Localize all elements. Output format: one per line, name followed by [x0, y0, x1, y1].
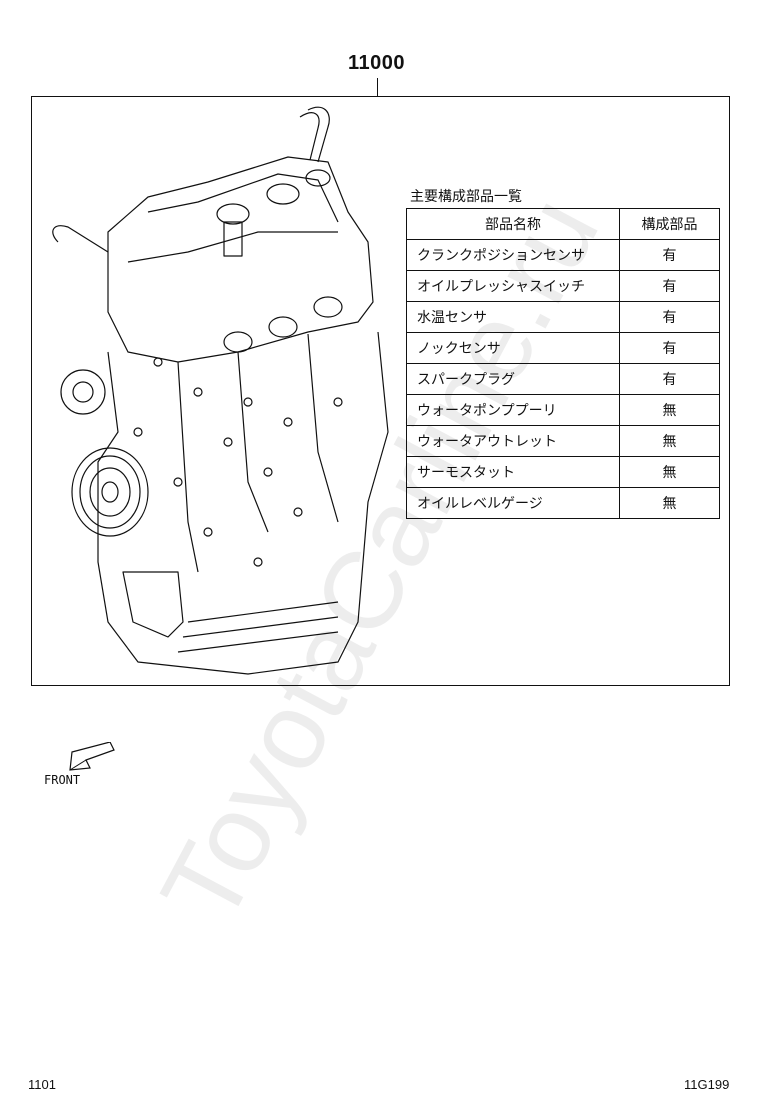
- component-flag: 有: [619, 332, 720, 364]
- component-flag: 無: [619, 425, 720, 457]
- front-label: FRONT: [44, 773, 81, 787]
- table-row: クランクポジションセンサ 有: [406, 239, 720, 271]
- table-row: ウォータポンププーリ 無: [406, 394, 720, 426]
- component-flag: 無: [619, 456, 720, 488]
- front-arrow-icon: [69, 742, 115, 771]
- component-flag: 有: [619, 270, 720, 302]
- part-name: ノックセンサ: [406, 332, 620, 364]
- table-row: スパークプラグ 有: [406, 363, 720, 395]
- part-number-label[interactable]: 11000: [348, 52, 406, 74]
- table-row: サーモスタット 無: [406, 456, 720, 488]
- component-flag: 無: [619, 487, 720, 519]
- leader-line: [377, 78, 379, 97]
- part-name: オイルプレッシャスイッチ: [406, 270, 620, 302]
- page-code-right: 11G199: [684, 1077, 730, 1092]
- component-flag: 有: [619, 363, 720, 395]
- table-row: オイルレベルゲージ 無: [406, 487, 720, 519]
- part-name: スパークプラグ: [406, 363, 620, 395]
- part-name: ウォータポンププーリ: [406, 394, 620, 426]
- components-table-title: 主要構成部品一覧: [410, 189, 522, 205]
- part-name: サーモスタット: [406, 456, 620, 488]
- engine-assembly-illustration[interactable]: [38, 102, 398, 682]
- table-row: ウォータアウトレット 無: [406, 425, 720, 457]
- column-header-component: 構成部品: [619, 208, 720, 240]
- table-row: ノックセンサ 有: [406, 332, 720, 364]
- table-header-row: 部品名称 構成部品: [406, 208, 720, 240]
- component-flag: 無: [619, 394, 720, 426]
- part-name: オイルレベルゲージ: [406, 487, 620, 519]
- component-flag: 有: [619, 301, 720, 333]
- diagram-frame: [31, 96, 730, 686]
- table-row: 水温センサ 有: [406, 301, 720, 333]
- part-name: クランクポジションセンサ: [406, 239, 620, 271]
- page-code-left: 1101: [28, 1077, 56, 1092]
- part-name: 水温センサ: [406, 301, 620, 333]
- component-flag: 有: [619, 239, 720, 271]
- part-name: ウォータアウトレット: [406, 425, 620, 457]
- components-table: 部品名称 構成部品 クランクポジションセンサ 有 オイルプレッシャスイッチ 有 …: [406, 208, 720, 519]
- table-row: オイルプレッシャスイッチ 有: [406, 270, 720, 302]
- column-header-part-name: 部品名称: [406, 208, 620, 240]
